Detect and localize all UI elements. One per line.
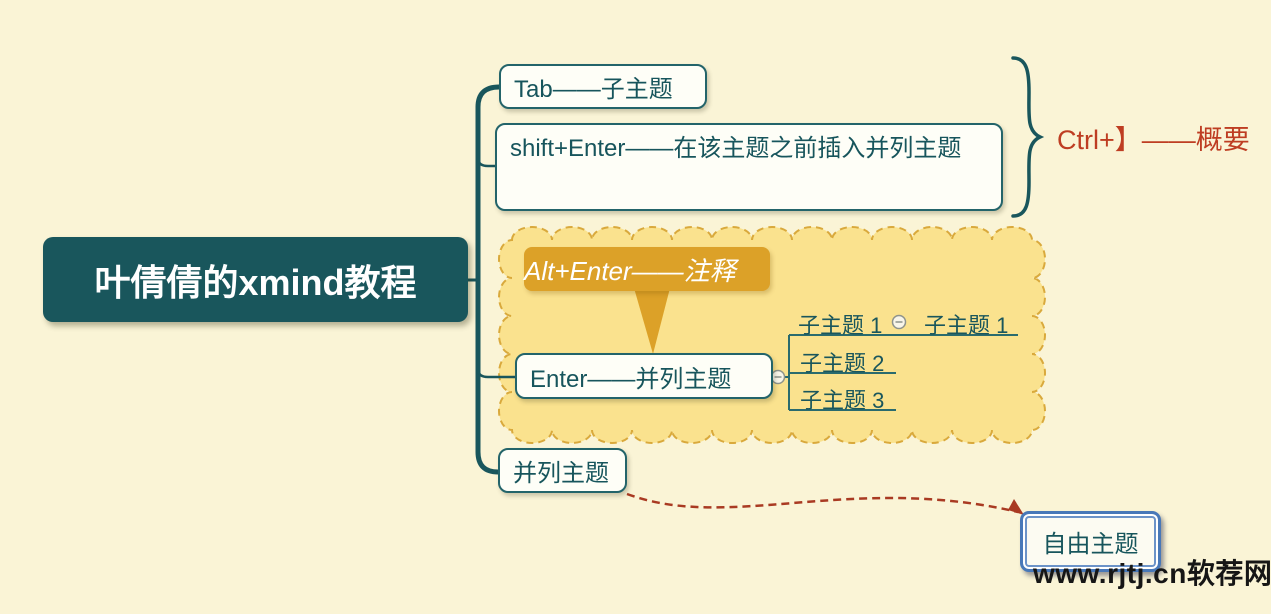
topic-enter-label: Enter——并列主题 bbox=[530, 365, 732, 393]
topic-shift-enter-label: shift+Enter——在该主题之前插入并列主题 bbox=[510, 135, 962, 162]
relationship-dashed-curve bbox=[626, 492, 1019, 514]
free-topic-label: 自由主题 bbox=[1042, 531, 1139, 558]
summary-brace bbox=[1011, 56, 1045, 218]
topic-parallel-label: 并列主题 bbox=[513, 460, 609, 487]
collapse-handle-subtopic1[interactable] bbox=[891, 314, 907, 330]
subtopic-1-child-label: 子主题 1 bbox=[924, 313, 1009, 338]
subtopic-3[interactable]: 子主题 3 bbox=[800, 383, 884, 415]
central-topic-label: 叶倩倩的xmind教程 bbox=[94, 261, 417, 303]
summary-label-text: Ctrl+】——概要 bbox=[1057, 125, 1250, 155]
summary-ctrl-label[interactable]: Ctrl+】——概要 bbox=[1057, 118, 1250, 157]
relationship-arrowhead bbox=[1008, 499, 1024, 515]
subtopic-1-child[interactable]: 子主题 1 bbox=[924, 308, 1008, 340]
topic-enter-parallel[interactable]: Enter——并列主题 bbox=[515, 353, 773, 399]
subtopic-2[interactable]: 子主题 2 bbox=[800, 346, 884, 378]
subtopic-3-label: 子主题 3 bbox=[800, 388, 885, 413]
topic-tab-label: Tab——子主题 bbox=[514, 76, 673, 103]
watermark-text: www.rjtj.cn软荐网 bbox=[1033, 558, 1271, 589]
branch-shift-enter bbox=[476, 157, 495, 168]
central-topic[interactable]: 叶倩倩的xmind教程 bbox=[43, 237, 468, 322]
callout-label: Alt+Enter——注释 bbox=[524, 255, 736, 286]
subtopic-1-label: 子主题 1 bbox=[798, 313, 883, 338]
branch-enter bbox=[476, 368, 517, 379]
callout-alt-enter-note[interactable]: Alt+Enter——注释 bbox=[524, 247, 770, 291]
subtopic-1[interactable]: 子主题 1 bbox=[798, 308, 882, 340]
callout-pointer bbox=[634, 288, 670, 354]
topic-tab-subtopic[interactable]: Tab——子主题 bbox=[499, 64, 707, 109]
collapse-handle-enter[interactable] bbox=[770, 369, 786, 385]
branch-trunk bbox=[475, 84, 502, 475]
topic-shift-enter[interactable]: shift+Enter——在该主题之前插入并列主题 bbox=[495, 123, 1003, 211]
site-watermark: www.rjtj.cn软荐网 bbox=[1033, 552, 1271, 592]
subtopic-2-label: 子主题 2 bbox=[800, 351, 885, 376]
topic-parallel[interactable]: 并列主题 bbox=[498, 448, 627, 493]
free-topic[interactable]: 自由主题 bbox=[1020, 511, 1161, 572]
